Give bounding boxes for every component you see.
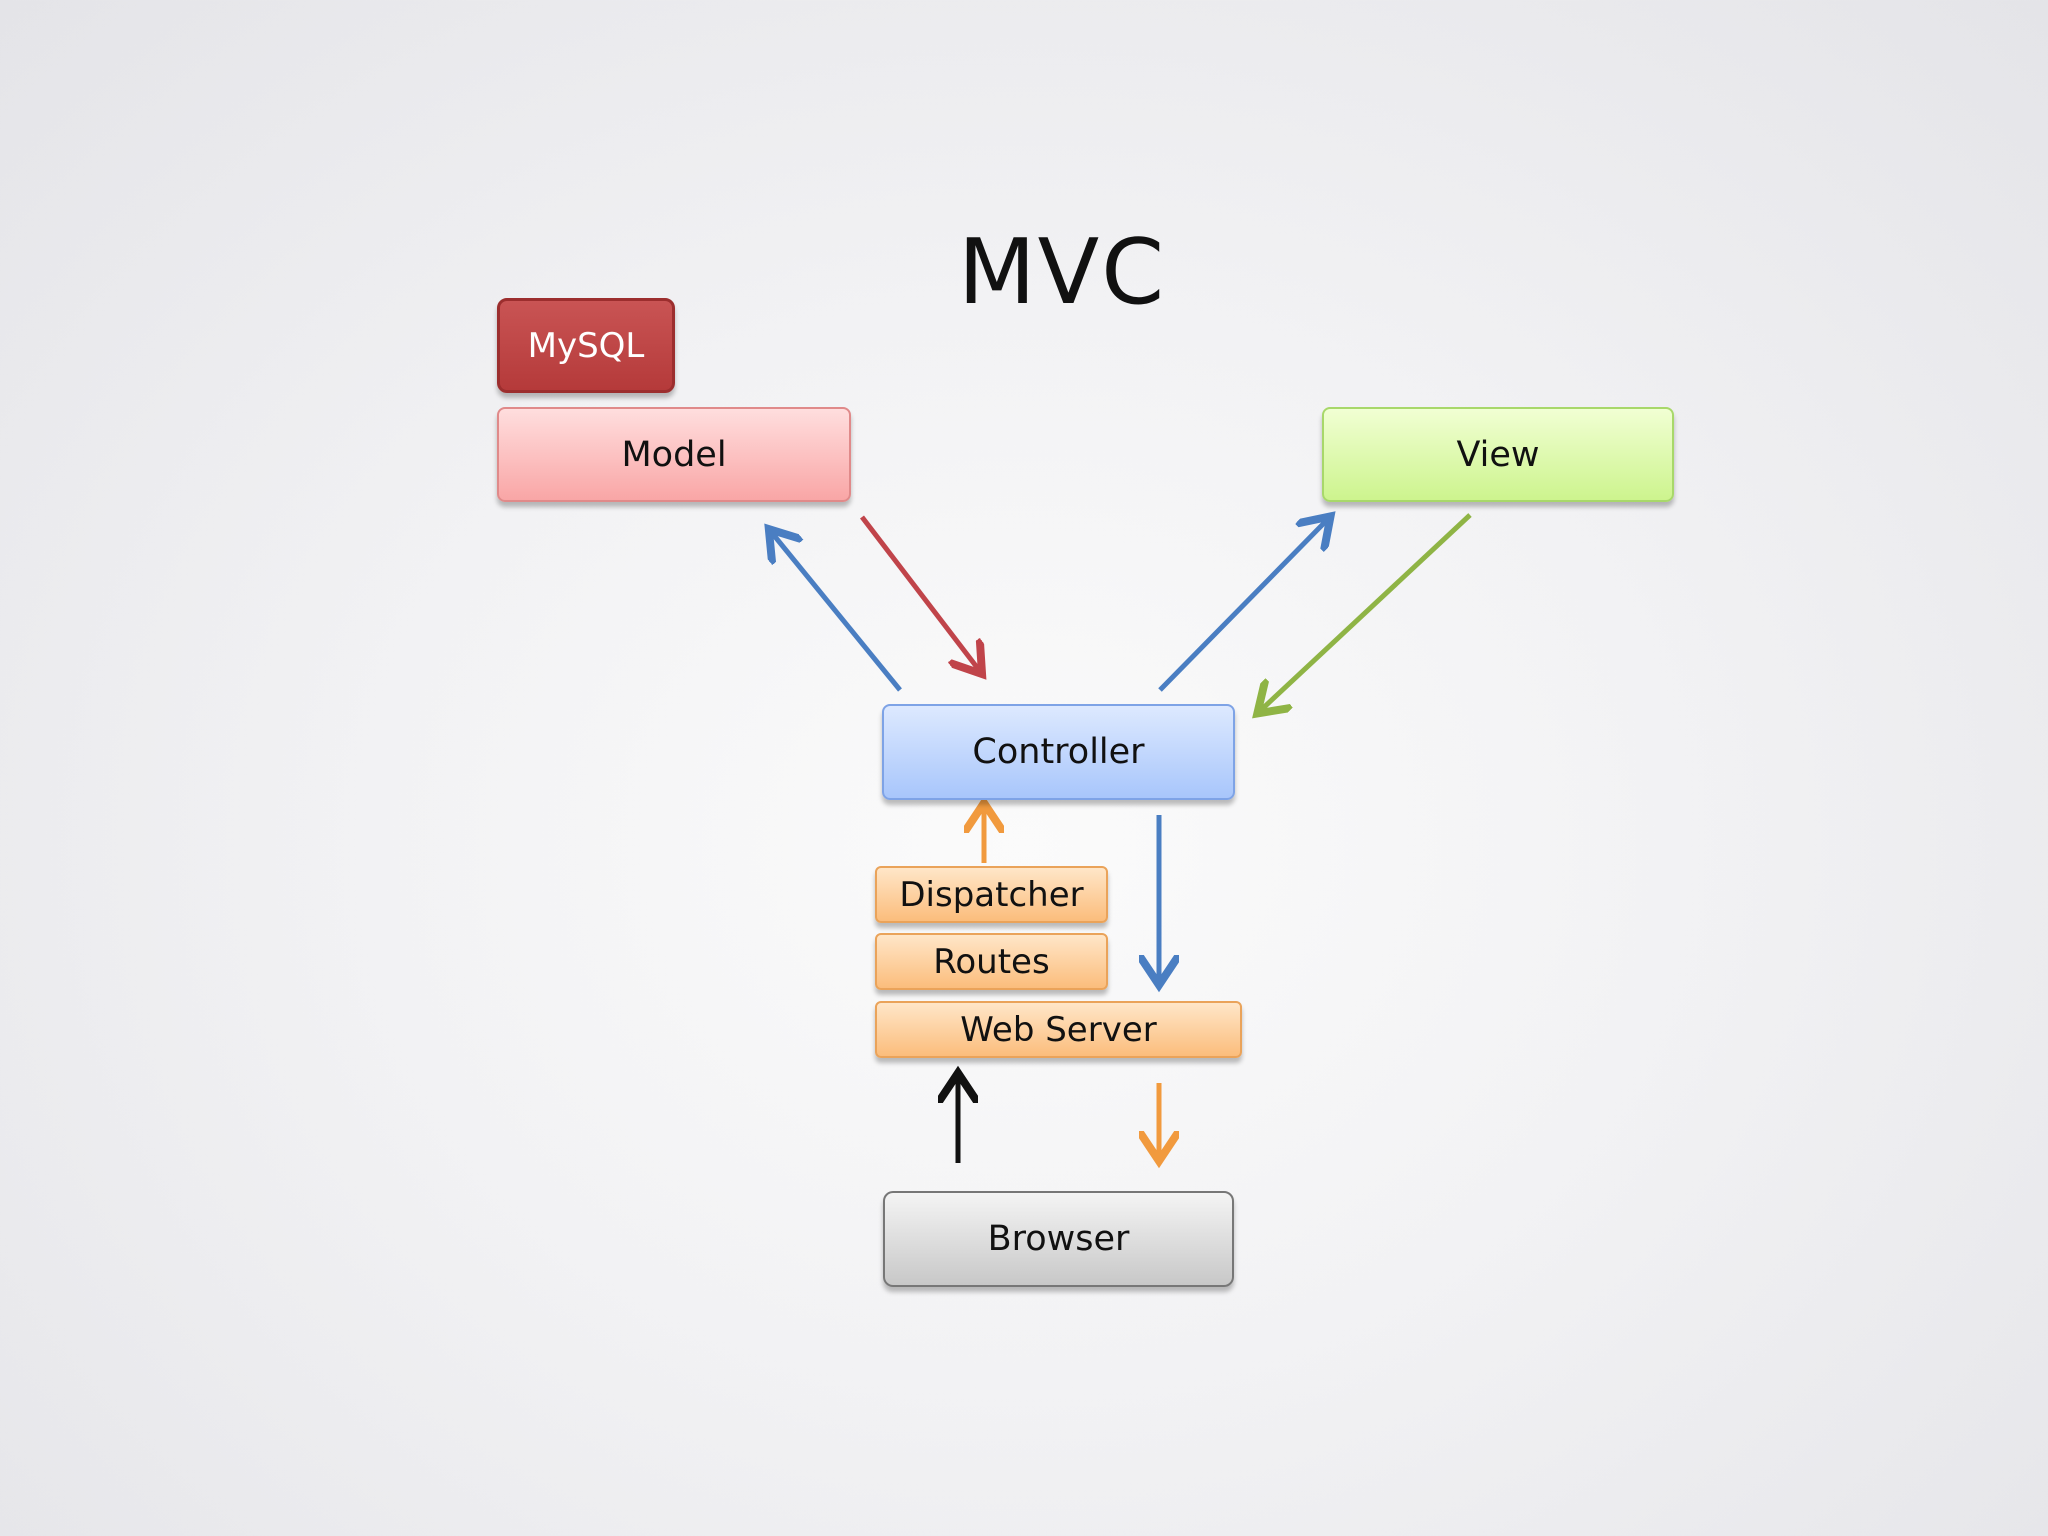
web-server-label: Web Server — [960, 1009, 1157, 1050]
model-label: Model — [621, 434, 727, 475]
model-node: Model — [497, 407, 851, 502]
dispatcher-label: Dispatcher — [899, 874, 1084, 915]
arrow-view-to-controller — [1261, 513, 1472, 710]
routes-label: Routes — [933, 941, 1050, 982]
slide-title: MVC — [957, 220, 1167, 325]
arrow-model-to-controller — [860, 515, 979, 670]
view-node: View — [1322, 407, 1674, 502]
dispatcher-node: Dispatcher — [875, 866, 1108, 923]
arrow-controller-to-model — [772, 533, 902, 692]
view-label: View — [1456, 434, 1540, 475]
controller-node: Controller — [882, 704, 1235, 800]
browser-label: Browser — [987, 1219, 1130, 1259]
routes-node: Routes — [875, 933, 1108, 990]
controller-label: Controller — [972, 732, 1145, 772]
web-server-node: Web Server — [875, 1001, 1242, 1058]
browser-node: Browser — [883, 1191, 1234, 1287]
mysql-label: MySQL — [527, 325, 645, 366]
mysql-node: MySQL — [497, 298, 675, 393]
arrow-controller-to-view — [1158, 520, 1327, 692]
